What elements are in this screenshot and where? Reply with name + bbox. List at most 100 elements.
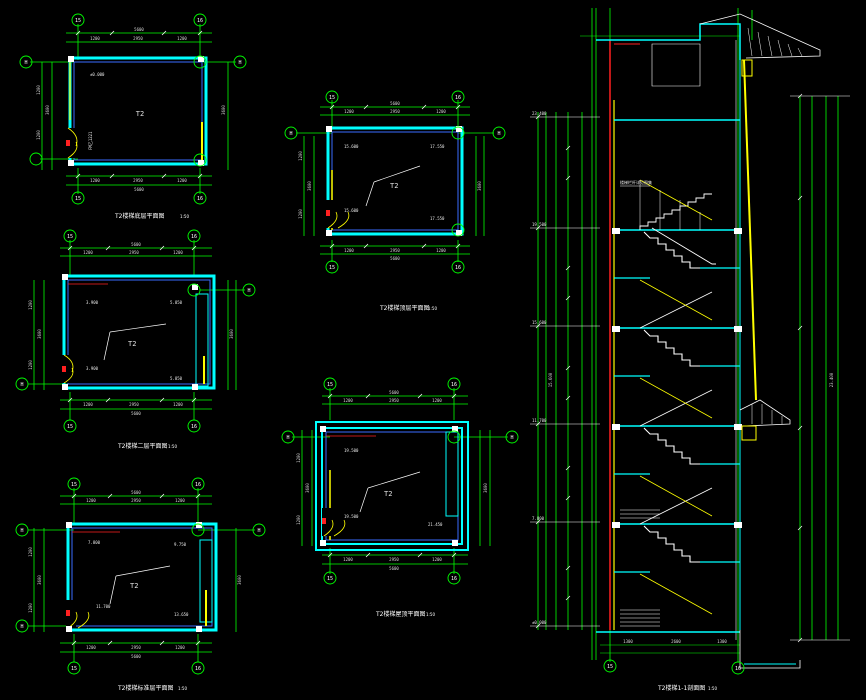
level-mark-1: 7.800 [88,540,101,545]
axis-bottom-right: 16 [197,196,203,202]
axis-top-left: 15 [67,234,73,240]
dim-side-1: 3600 [305,483,310,493]
section-dim-2: 2600 [671,639,681,644]
section-axis-left: 15 [607,664,613,670]
dim-side-3: 1200 [296,515,301,525]
dim-bottom-3: 1200 [173,402,183,407]
dim-right: 3600 [221,105,226,115]
dim-side-1: 3600 [307,181,312,191]
plan-title: T2楼梯标准层平面图 [117,684,173,692]
axis-top-left: 15 [327,382,333,388]
dim-bottom-3: 1200 [177,178,187,183]
dim-side-2: 1200 [296,453,301,463]
section-dim-1: 1300 [623,639,633,644]
level-19: 19.500 [532,222,547,227]
axis-bottom-left: 15 [71,666,77,672]
dim-total-bottom: 5600 [131,654,141,659]
section-axis-right: 16 [735,666,741,672]
dim-right: 3600 [237,575,242,585]
room-label: T2 [136,110,144,118]
level-mark-3: 11.700 [96,604,111,609]
section-dim-3: 1300 [717,639,727,644]
section-height-right: 23.400 [829,372,834,387]
level-15: 15.600 [532,320,547,325]
dim-total-bottom: 5600 [131,411,141,416]
axis-bottom-left: 15 [67,424,73,430]
plan-scale: 1:50 [426,612,435,617]
section-title: T2楼梯1-1剖面图 [657,684,705,692]
dim-bottom-2: 2950 [389,557,399,562]
axis-top-right: 16 [195,482,201,488]
level-mark-2: 17.550 [430,144,445,149]
level-7: 7.800 [532,516,545,521]
dim-bottom-3: 1200 [432,557,442,562]
dim-seg-3: 1200 [175,498,185,503]
level-mark-4: 17.550 [430,216,445,221]
dim-seg-2: 2950 [129,250,139,255]
axis-top-left: 15 [75,18,81,24]
dim-side-3: 1200 [298,209,303,219]
dim-side-1: 3600 [37,575,42,585]
dim-side-3: 1200 [36,130,41,140]
axis-bottom-right: 16 [455,265,461,271]
axis-bottom-right: 16 [195,666,201,672]
plan-second-floor: 15 16 H H 15 16 5600 1200 2950 1200 1200… [15,229,256,450]
axis-left: H [289,131,292,137]
dim-seg-1: 1200 [343,398,353,403]
dim-bottom-2: 2950 [131,645,141,650]
room-label: T2 [130,582,138,590]
dim-bottom-1: 1200 [344,248,354,253]
dim-seg-1: 1200 [344,109,354,114]
axis-left-bottom: H [20,624,23,630]
dim-side-1: 3600 [37,329,42,339]
plan-top-floor: 15 16 H H 15 16 5600 1200 2950 1200 1200… [284,90,506,312]
dim-side-2: 1200 [298,151,303,161]
dim-bottom-1: 1200 [86,645,96,650]
dim-bottom-2: 2950 [133,178,143,183]
level-mark-2: 9.750 [174,542,187,547]
axis-left: H [286,435,289,441]
axis-right: H [238,60,241,66]
dim-bottom-1: 1200 [90,178,100,183]
level-mark-4: 5.850 [170,376,183,381]
dim-bottom-1: 1200 [343,557,353,562]
level-mark-4: 13.650 [174,612,189,617]
dim-total-bottom: 5600 [134,187,144,192]
dim-seg-2: 2950 [390,109,400,114]
axis-top-left: 15 [329,95,335,101]
dim-side-2: 1200 [28,300,33,310]
plan-title: T2楼梯顶层平面图 [379,304,429,312]
dim-total-top: 5600 [389,390,399,395]
plan-scale: 1:50 [168,444,177,449]
axis-right: H [257,528,260,534]
room-label: T2 [384,490,392,498]
axis-bottom-right: 16 [191,424,197,430]
axis-top-right: 16 [197,18,203,24]
dim-side-3: 1200 [28,603,33,613]
section-note: 楼梯栏杆详见图集 [620,179,652,185]
section-scale: 1:50 [708,686,717,691]
dim-seg-3: 1200 [436,109,446,114]
plan-title: T2楼梯屋顶平面图 [375,610,425,618]
level-mark-2: 5.850 [170,300,183,305]
dim-seg-3: 1200 [177,36,187,41]
dim-total-top: 5600 [390,101,400,106]
dim-bottom-2: 2950 [129,402,139,407]
level-mark-1: 15.600 [344,144,359,149]
axis-left-top: H [20,528,23,534]
room-label: T2 [390,182,398,190]
dim-seg-2: 2950 [131,498,141,503]
plan-title: T2楼梯底层平面图 [114,212,164,220]
dim-bottom-3: 1200 [436,248,446,253]
dim-total-top: 5600 [131,242,141,247]
dim-side-2: 1200 [28,547,33,557]
door-label: FM乙1221 [87,131,93,150]
axis-top-right: 16 [191,234,197,240]
axis-bottom-right: 16 [451,576,457,582]
dim-side-2: 1200 [36,85,41,95]
plan-roof: 15 16 H H 15 16 5600 1200 2950 1200 1200… [281,377,519,618]
level-mark-3: 21.450 [428,522,443,527]
level-mark-2: 19.500 [344,514,359,519]
